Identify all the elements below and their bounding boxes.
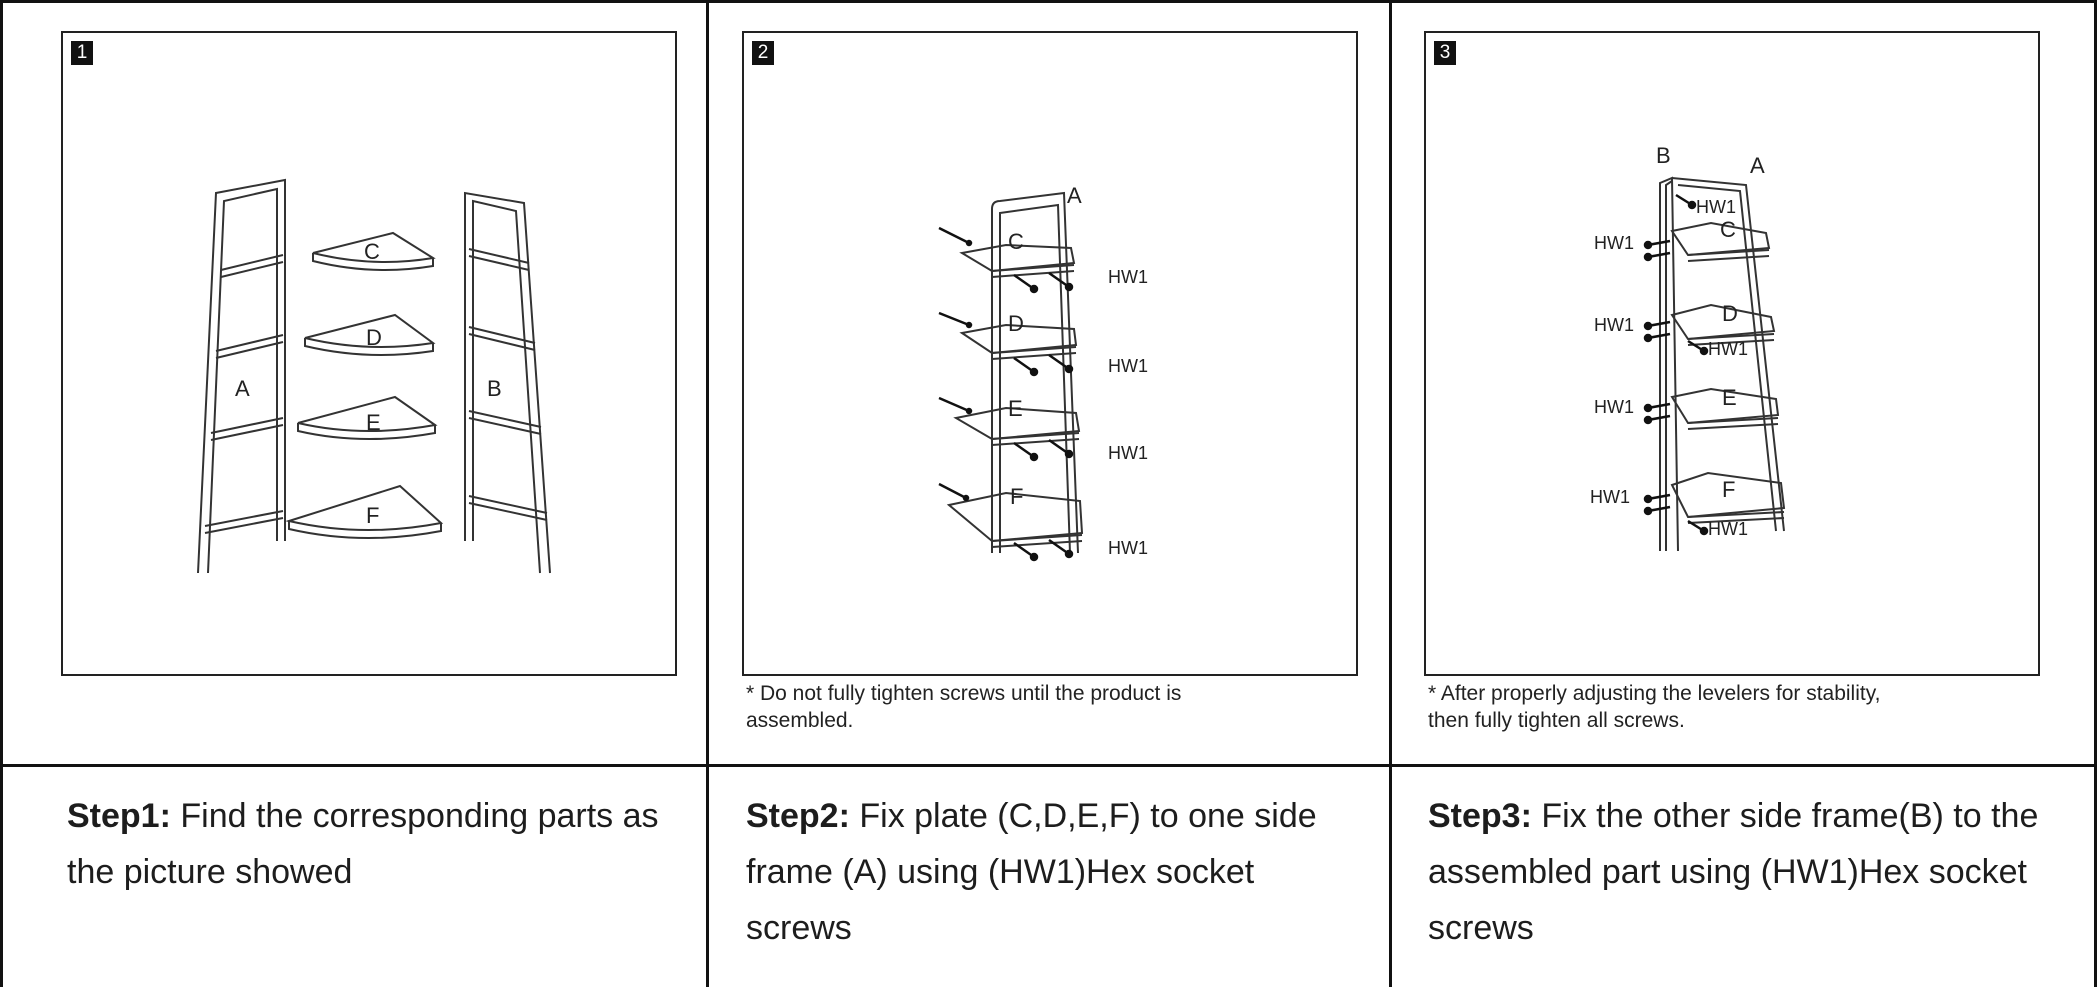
plate-f-drawing — [285, 484, 444, 540]
hw1-label: HW1 — [1696, 197, 1736, 217]
step3-label: Step3: — [1428, 797, 1532, 835]
part-label-d: D — [1008, 311, 1024, 336]
part-label-f: F — [1722, 477, 1735, 502]
plate-f-drawing — [1670, 471, 1786, 524]
step2-illustration: 2 — [742, 31, 1358, 676]
part-label-d: D — [366, 325, 382, 350]
part-label-a: A — [235, 376, 250, 401]
part-label-b: B — [1656, 143, 1671, 168]
part-label-c: C — [364, 239, 380, 264]
step3-note: * After properly adjusting the levelers … — [1428, 682, 1881, 732]
table-column-divider-2 — [1389, 0, 1392, 987]
step1-badge: 1 — [71, 41, 93, 65]
part-label-c: C — [1008, 229, 1024, 254]
table-column-divider-1 — [706, 0, 709, 987]
hw1-label: HW1 — [1108, 443, 1148, 463]
step1-illustration: 1 — [61, 31, 677, 676]
hw1-label: HW1 — [1108, 538, 1148, 558]
plate-d-drawing — [304, 313, 436, 356]
table-border-right — [2094, 0, 2097, 987]
table-border-top — [0, 0, 2097, 3]
step3-badge: 3 — [1434, 41, 1456, 65]
table-border-left — [0, 0, 3, 987]
step3-description: Step3: Fix the other side frame(B) to th… — [1428, 788, 2058, 956]
part-label-e: E — [1722, 385, 1737, 410]
step2-description: Step2: Fix plate (C,D,E,F) to one side f… — [746, 788, 1366, 956]
hw1-label: HW1 — [1590, 487, 1630, 507]
plate-c-drawing — [959, 243, 1076, 278]
part-label-c: C — [1720, 217, 1736, 242]
step1-label: Step1: — [67, 797, 171, 835]
step1-text: Find the corresponding parts as the pict… — [67, 797, 659, 891]
step2-text: Fix plate (C,D,E,F) to one side frame (A… — [746, 797, 1317, 947]
step2-badge: 2 — [752, 41, 774, 65]
plate-e-drawing — [953, 406, 1081, 446]
hw1-label: HW1 — [1708, 519, 1748, 539]
plate-d-drawing — [1670, 303, 1776, 346]
plate-c-drawing — [312, 231, 436, 271]
part-label-b: B — [487, 376, 502, 401]
hw1-label: HW1 — [1594, 315, 1634, 335]
part-label-e: E — [1008, 396, 1023, 421]
hw1-label: HW1 — [1594, 233, 1634, 253]
step2-assembly-diagram: A C D E F HW1 HW1 HW1 HW1 — [938, 183, 1148, 562]
plate-e-drawing — [297, 395, 438, 440]
plate-d-drawing — [959, 323, 1078, 360]
step1-parts-diagram: A B C D E F — [197, 178, 551, 574]
part-label-a: A — [1750, 153, 1765, 178]
hw1-screws-drawing — [1643, 193, 1709, 536]
step2-note: * Do not fully tighten screws until the … — [746, 682, 1182, 732]
hw1-label: HW1 — [1708, 339, 1748, 359]
frame-a-drawing — [197, 178, 286, 574]
frame-b-drawing — [464, 191, 551, 574]
hw1-label: HW1 — [1108, 356, 1148, 376]
hw1-screws-drawing — [938, 226, 1074, 562]
part-label-f: F — [1010, 484, 1023, 509]
table-row-divider — [0, 764, 2097, 767]
plate-e-drawing — [1670, 387, 1780, 430]
plate-c-drawing — [1670, 221, 1771, 262]
part-label-d: D — [1722, 301, 1738, 326]
part-label-f: F — [366, 503, 379, 528]
step3-illustration: 3 — [1424, 31, 2040, 676]
hw1-label: HW1 — [1108, 267, 1148, 287]
hw1-label: HW1 — [1594, 397, 1634, 417]
part-label-e: E — [366, 410, 381, 435]
plate-f-drawing — [946, 491, 1084, 548]
part-label-a: A — [1067, 183, 1082, 208]
step1-description: Step1: Find the corresponding parts as t… — [67, 788, 687, 900]
step3-assembly-diagram: B A C D E F HW1 HW1 HW1 HW1 HW1 HW1 HW1 — [1590, 143, 1786, 552]
step2-label: Step2: — [746, 797, 850, 835]
frame-b-drawing — [1659, 176, 1679, 552]
step3-text: Fix the other side frame(B) to the assem… — [1428, 797, 2039, 947]
frame-a-drawing — [991, 191, 1079, 554]
